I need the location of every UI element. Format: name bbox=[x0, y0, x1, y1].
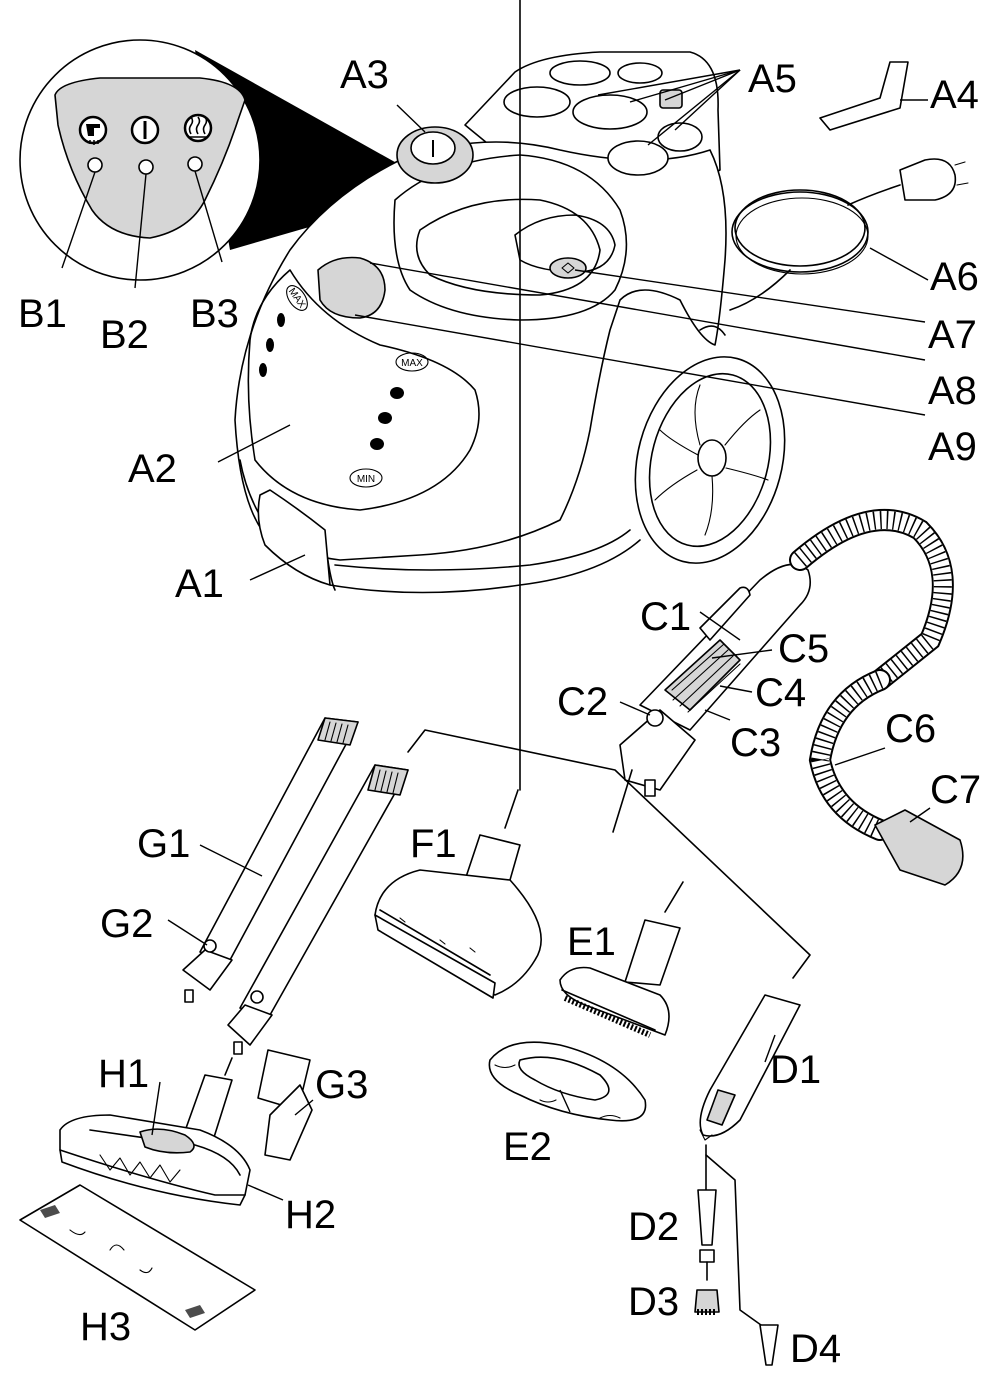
label-e1: E1 bbox=[567, 920, 616, 964]
tap-water-icon bbox=[78, 115, 108, 145]
label-a4: A4 bbox=[930, 73, 979, 117]
power-nozzle bbox=[697, 1189, 717, 1246]
tray-hole bbox=[503, 86, 571, 118]
extension-tube-2 bbox=[227, 764, 409, 1055]
floor-tool bbox=[59, 1057, 251, 1206]
label-c4: C4 bbox=[755, 671, 806, 715]
tray-hole bbox=[572, 94, 648, 130]
label-a3: A3 bbox=[340, 53, 389, 97]
max-mark-left: MAX bbox=[286, 285, 308, 311]
label-a6: A6 bbox=[930, 255, 979, 299]
label-a1: A1 bbox=[175, 562, 224, 606]
label-e2: E2 bbox=[503, 1125, 552, 1169]
descaling-key bbox=[819, 61, 909, 131]
socket-opening bbox=[317, 256, 386, 319]
steam-cleaner-body: MAX MAX MIN bbox=[234, 51, 786, 594]
label-a2: A2 bbox=[128, 447, 177, 491]
hose-plug bbox=[874, 809, 964, 886]
label-a8: A8 bbox=[928, 369, 977, 413]
label-h3: H3 bbox=[80, 1305, 131, 1349]
hand-steam-gun bbox=[619, 509, 964, 886]
tray-hole bbox=[657, 122, 703, 152]
extension-tube-1 bbox=[182, 717, 359, 1003]
label-c3: C3 bbox=[730, 721, 781, 765]
tray-hole bbox=[617, 62, 663, 84]
label-d2: D2 bbox=[628, 1205, 679, 1249]
terry-cloth-cover bbox=[488, 1041, 647, 1122]
leader-lines bbox=[151, 69, 931, 1201]
label-a9: A9 bbox=[928, 425, 977, 469]
indicator-light-b3 bbox=[187, 156, 203, 172]
svg-text:MAX: MAX bbox=[401, 358, 423, 369]
floor-nozzle bbox=[374, 834, 542, 999]
part-labels: B1 B2 B3 A3 A5 A4 A6 A7 A8 A9 A2 A1 C1 C… bbox=[18, 53, 981, 1371]
label-c6: C6 bbox=[885, 707, 936, 751]
label-d1: D1 bbox=[770, 1048, 821, 1092]
label-c1: C1 bbox=[640, 595, 691, 639]
round-brush bbox=[694, 1289, 720, 1313]
tray-hole bbox=[549, 60, 611, 86]
label-h2: H2 bbox=[285, 1193, 336, 1237]
water-tank bbox=[247, 269, 480, 511]
max-mark-right: MAX bbox=[395, 352, 429, 372]
power-cord bbox=[729, 158, 969, 311]
cone-brush bbox=[759, 1324, 779, 1366]
water-tank-cover bbox=[257, 489, 331, 586]
label-b2: B2 bbox=[100, 313, 149, 357]
min-mark: MIN bbox=[349, 468, 383, 488]
indicator-light-b2 bbox=[138, 159, 154, 175]
label-a5: A5 bbox=[748, 57, 797, 101]
detail-accessories bbox=[694, 1144, 779, 1366]
indicator-light-b1 bbox=[87, 157, 103, 173]
label-b3: B3 bbox=[190, 292, 239, 336]
label-c7: C7 bbox=[930, 768, 981, 812]
floor-cloth bbox=[19, 1184, 256, 1331]
adapter bbox=[257, 1049, 313, 1161]
wheel bbox=[634, 356, 786, 564]
steam-regulator-knob bbox=[549, 257, 587, 279]
label-g3: G3 bbox=[315, 1063, 368, 1107]
label-g1: G1 bbox=[137, 822, 190, 866]
heating-icon bbox=[183, 113, 213, 143]
label-h1: H1 bbox=[98, 1052, 149, 1096]
safety-cap bbox=[396, 126, 474, 184]
label-c2: C2 bbox=[557, 680, 608, 724]
label-g2: G2 bbox=[100, 902, 153, 946]
label-b1: B1 bbox=[18, 292, 67, 336]
label-d3: D3 bbox=[628, 1280, 679, 1324]
svg-text:MIN: MIN bbox=[357, 474, 375, 485]
accessory-tree bbox=[407, 0, 811, 979]
tray-hole bbox=[607, 140, 669, 176]
label-d4: D4 bbox=[790, 1327, 841, 1371]
power-icon bbox=[130, 115, 160, 145]
label-a7: A7 bbox=[928, 313, 977, 357]
label-c5: C5 bbox=[778, 627, 829, 671]
brush-nozzle bbox=[559, 919, 681, 1038]
detail-nozzle bbox=[699, 994, 801, 1141]
label-f1: F1 bbox=[410, 822, 457, 866]
